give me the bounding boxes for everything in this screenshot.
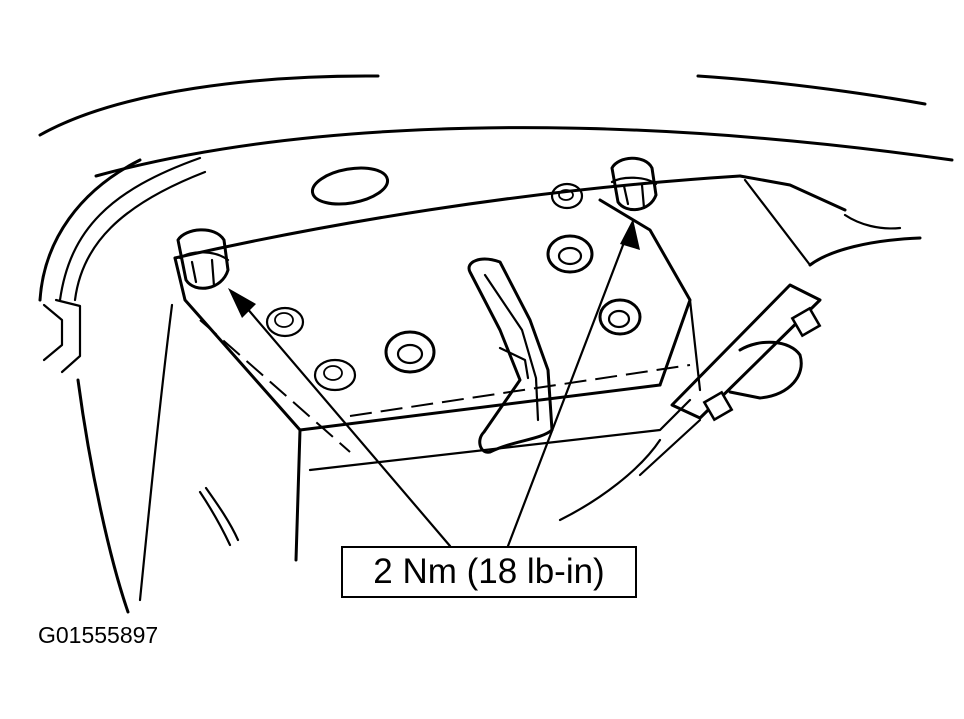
torque-callout-label: 2 Nm (18 lb-in) (341, 546, 637, 598)
access-hole (310, 166, 390, 206)
bolt-small-2 (313, 358, 357, 392)
bolt-small-1 (265, 306, 305, 338)
body-panel-outline (38, 74, 954, 614)
figure-id-label: G01555897 (38, 622, 159, 648)
leader-line-right (506, 219, 640, 548)
latch-plate (173, 174, 847, 562)
push-pin-clip-left (176, 228, 230, 290)
bolt-large-1 (384, 330, 436, 374)
leader-line-left (228, 288, 452, 548)
bolt-large-3 (598, 298, 642, 336)
actuator-bracket (670, 213, 922, 422)
bolt-large-2 (546, 234, 594, 274)
push-pin-clip-right (610, 156, 658, 212)
striker-slot (467, 257, 554, 454)
bolt-small-3 (550, 182, 584, 210)
mounting-bolts (265, 182, 642, 392)
